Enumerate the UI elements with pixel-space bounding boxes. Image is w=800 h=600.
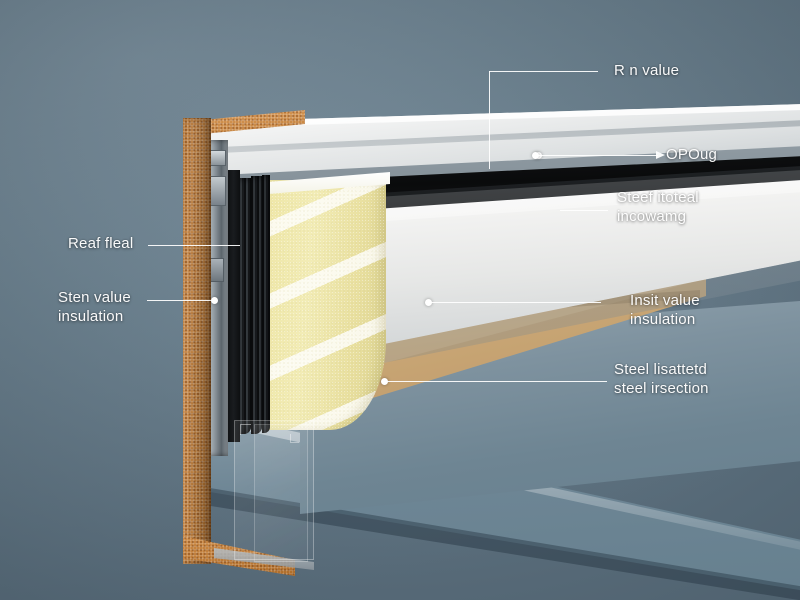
callout-label-sten-value-insulation: Sten value insulation	[58, 289, 131, 325]
corrugated-steel-layer-2	[251, 176, 262, 434]
callout-label-steel-lisattetd: Steel lisattetd steel irsection	[614, 361, 709, 397]
transparent-bracket-outer	[234, 420, 314, 560]
leader-dot-opoug	[532, 152, 539, 159]
callout-label-steef-itoteal: Steef itoteal incowamg	[617, 189, 699, 225]
callout-label-r-n-value: R n value	[614, 62, 680, 79]
corrugated-steel-layer-3	[262, 175, 270, 433]
leader-line-r-n-value-horizontal	[489, 71, 598, 73]
callout-label-opoug: OPOug	[666, 146, 718, 163]
cork-particleboard-edge	[183, 118, 211, 564]
channel-fitting-top	[209, 150, 226, 166]
bracket-corner-mark-top	[240, 424, 251, 435]
callout-label-insit-value-insulation: Insit value insulation	[630, 292, 700, 328]
leader-line-reaf-fleal	[148, 245, 240, 247]
bracket-corner-mark-bottom	[290, 434, 299, 443]
leader-dot-insit-value	[425, 299, 432, 306]
leader-line-opoug	[536, 155, 658, 157]
interior-cavity-void	[224, 170, 240, 442]
leader-line-sten-value	[147, 300, 215, 302]
leader-line-steef-itoteal	[560, 210, 608, 212]
foam-insulation-core	[268, 180, 386, 430]
channel-fitting-lower	[210, 258, 224, 282]
callout-label-reaf-fleal: Reaf fleal	[68, 235, 134, 252]
leader-line-insit-value	[429, 302, 601, 304]
leader-line-steel-lisattetd	[385, 381, 607, 383]
leader-arrow-opoug	[656, 151, 665, 159]
corrugated-steel-layer-1	[238, 178, 251, 434]
cork-edge-shading	[183, 118, 211, 564]
foam-core-grain	[268, 180, 386, 430]
leader-dot-steel-lisattetd	[381, 378, 388, 385]
leader-line-r-n-value-vertical	[489, 71, 491, 169]
channel-fitting-upper	[209, 176, 226, 206]
transparent-bracket-inner	[254, 424, 308, 562]
leader-dot-sten-value	[211, 297, 218, 304]
